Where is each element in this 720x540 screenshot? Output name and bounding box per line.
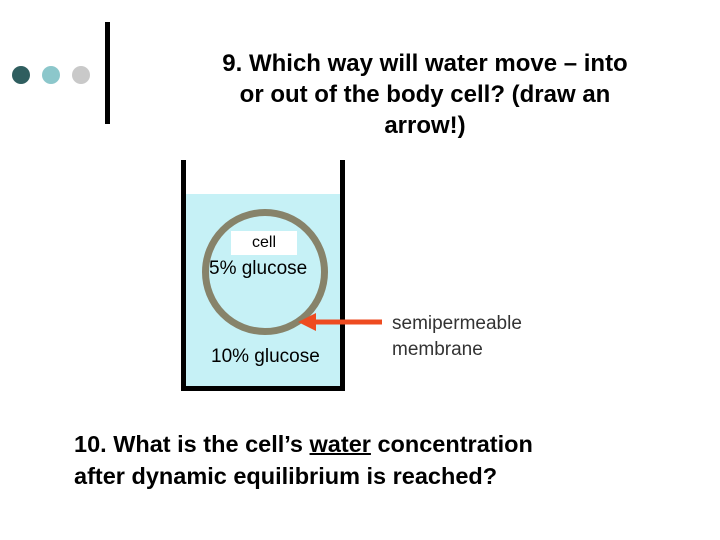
membrane-pointer-arrow-icon: [298, 313, 382, 331]
beaker-right-wall: [340, 160, 345, 391]
slide-title: 9. Which way will water move – into or o…: [170, 48, 680, 141]
inside-concentration-label: 5% glucose: [209, 258, 308, 279]
dot-teal: [42, 66, 60, 84]
cell-label: cell: [251, 234, 276, 251]
question-10-line-1: 10. What is the cell’s water concentrati…: [74, 428, 704, 460]
question-10-emphasis: water: [309, 431, 371, 457]
membrane-label-line-1: semipermeable: [392, 313, 522, 334]
dot-gray: [72, 66, 90, 84]
question-10: 10. What is the cell’s water concentrati…: [74, 428, 704, 492]
title-divider: [105, 22, 110, 124]
title-line-3: arrow!): [384, 112, 466, 139]
beaker-left-wall: [181, 160, 186, 391]
cell-membrane: [202, 209, 328, 335]
outside-concentration-label: 10% glucose: [211, 346, 320, 367]
dot-dark: [12, 66, 30, 84]
question-10-line-2: after dynamic equilibrium is reached?: [74, 463, 498, 489]
question-10-suffix: concentration: [370, 431, 533, 457]
title-line-2: or out of the body cell? (draw an: [239, 81, 611, 108]
beaker-bottom: [181, 386, 345, 391]
question-10-prefix: 10. What is the cell’s: [74, 431, 310, 457]
cell-label-background: [231, 231, 297, 255]
membrane-annotation: semipermeable membrane: [392, 311, 522, 363]
membrane-label-line-2: membrane: [392, 339, 483, 360]
title-line-1: 9. Which way will water move – into: [222, 50, 628, 77]
